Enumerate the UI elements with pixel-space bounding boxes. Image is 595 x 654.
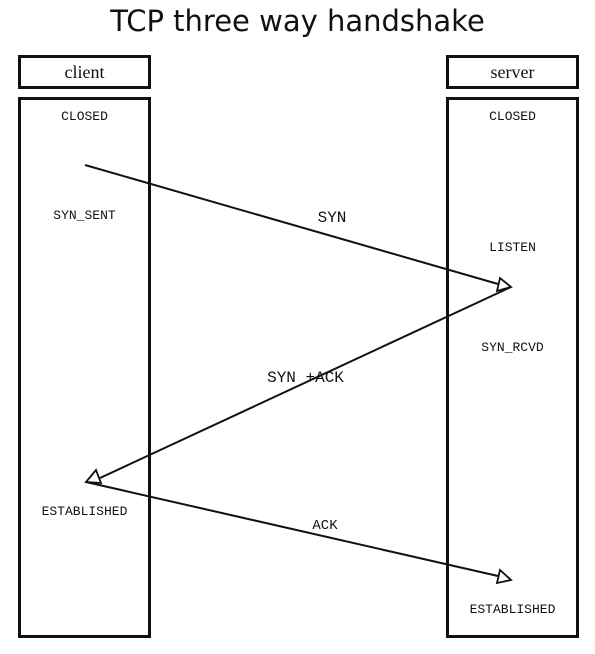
server-lane [446, 97, 579, 638]
server-state-established: ESTABLISHED [469, 602, 556, 617]
server-state-listen: LISTEN [489, 240, 536, 255]
syn-ack-arrow-line [99, 286, 512, 479]
client-label: client [64, 62, 105, 82]
server-state-closed: CLOSED [489, 109, 536, 124]
ack-label: ACK [312, 518, 338, 534]
ack-arrowhead [495, 568, 513, 585]
syn-label: SYN [317, 209, 347, 227]
server-label: server [490, 62, 535, 82]
server-header-box: server [446, 55, 579, 89]
client-header-box: client [18, 55, 151, 89]
client-lane [18, 97, 151, 638]
ack-arrow-line [85, 481, 499, 577]
client-state-established: ESTABLISHED [41, 504, 128, 519]
client-state-syn-sent: SYN_SENT [53, 208, 116, 223]
diagram-title: TCP three way handshake [110, 4, 485, 38]
client-state-closed: CLOSED [61, 109, 108, 124]
server-state-syn-rcvd: SYN_RCVD [481, 340, 544, 355]
syn-ack-label: SYN +ACK [267, 369, 344, 387]
syn-ack-arrowhead [84, 468, 103, 484]
syn-arrow-line [84, 164, 499, 285]
